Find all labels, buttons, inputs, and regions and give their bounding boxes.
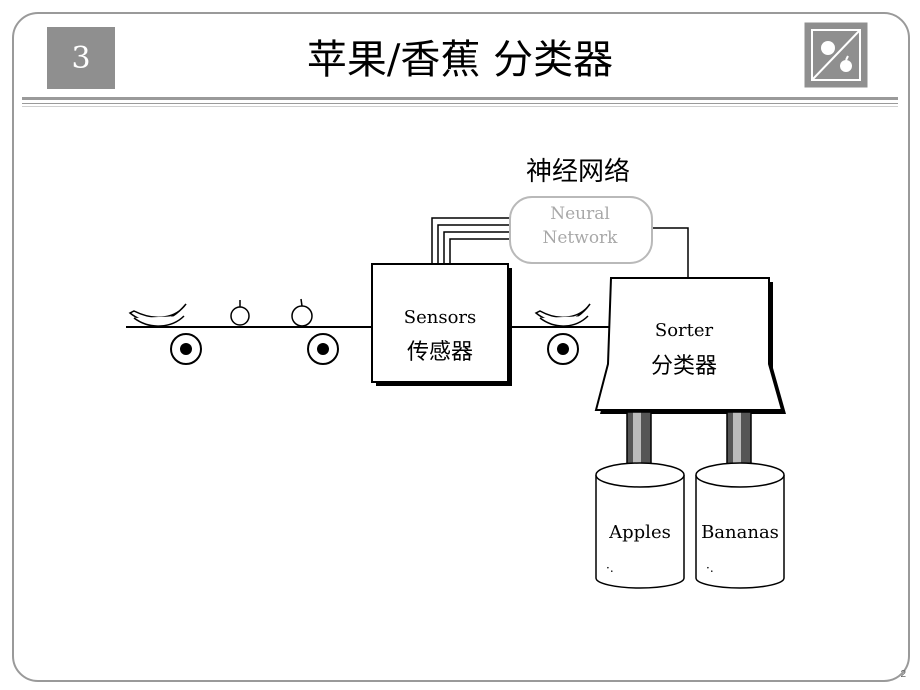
apple-icon <box>291 298 313 327</box>
slide-number: 3 <box>71 40 91 76</box>
apples-bin: ·. <box>595 462 685 589</box>
conveyor-wheel-icon <box>547 333 579 365</box>
neural-network-label-line1: Neural <box>550 204 610 224</box>
neural-network-label-line2: Network <box>543 228 619 248</box>
network-to-sorter-wire <box>652 227 689 278</box>
neural-network-box <box>509 196 653 264</box>
conveyor-wheel-icon <box>170 333 202 365</box>
bananas-bin: ·. <box>695 462 785 589</box>
sensor-to-network-wires <box>431 217 510 265</box>
bananas-bin-label: Bananas <box>701 522 779 543</box>
page-number: 2 <box>900 669 906 680</box>
slide-number-badge: 3 <box>47 27 115 89</box>
sorter-label-en: Sorter <box>655 320 714 341</box>
banana-icon <box>534 303 591 327</box>
title-rule-thin <box>22 103 898 104</box>
neural-network-caption: 神经网络 <box>526 157 630 187</box>
title-rule-light <box>22 106 898 107</box>
apples-bin-label: Apples <box>608 522 671 543</box>
sorter-machine <box>594 277 786 414</box>
slide-title: 苹果/香蕉 分类器 <box>306 37 614 83</box>
sorter-label-zh: 分类器 <box>651 354 717 379</box>
svg-text:·.: ·. <box>706 561 714 575</box>
sensors-label-en: Sensors <box>404 307 477 328</box>
svg-text:·.: ·. <box>606 561 614 575</box>
apple-icon <box>230 300 250 326</box>
fruit-logo-icon <box>804 22 868 88</box>
banana-icon <box>128 303 187 327</box>
title-rule-thick <box>22 97 898 100</box>
sensors-label-zh: 传感器 <box>407 340 473 365</box>
slide-frame <box>12 12 910 682</box>
sensors-box <box>371 263 512 386</box>
conveyor-wheel-icon <box>307 333 339 365</box>
